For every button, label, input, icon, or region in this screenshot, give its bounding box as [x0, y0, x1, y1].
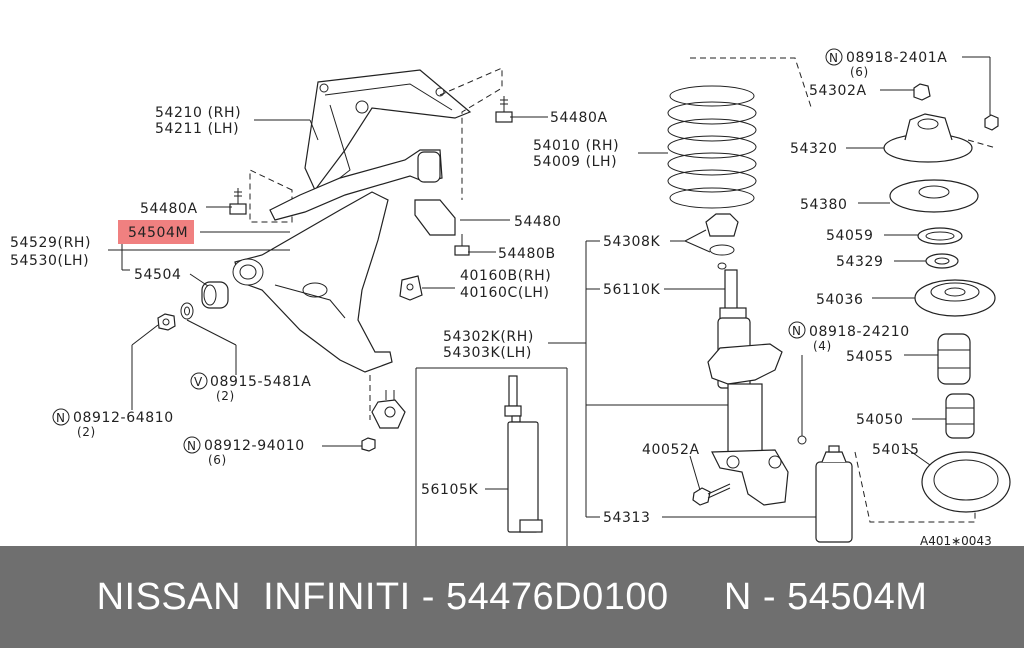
highlight-54504m [118, 220, 194, 244]
strut-assembly-drawing [707, 269, 807, 506]
dust-cover-54055-drawing [904, 333, 971, 385]
label-54050: 54050 [856, 412, 904, 428]
shock-cartridge-inset [415, 367, 568, 546]
label-40052a: 40052A [642, 442, 700, 458]
label-54055: 54055 [846, 349, 894, 365]
ball-joint-drawing [369, 375, 406, 429]
label-54210: 54210 (RH) [155, 105, 241, 121]
label-54329: 54329 [836, 254, 884, 270]
nut-54302a-drawing [880, 83, 931, 101]
v-symbol-circle [190, 372, 208, 390]
label-56105k: 56105K [421, 482, 479, 498]
bolt-54480a-top-drawing [495, 96, 513, 123]
diagram-ref-code: A401∗0043 [920, 534, 992, 546]
bracket-40160-drawing [399, 275, 423, 301]
label-54010: 54010 (RH) [533, 138, 619, 154]
middle-leader-lines [548, 152, 820, 518]
bearing-54059-drawing [884, 227, 963, 245]
n-symbol-3: N [829, 51, 839, 65]
front-suspension-exploded-diagram: 54210 (RH) 54211 (LH) 54480A 54480A 5450… [10, 48, 1011, 546]
label-54302a: 54302A [809, 83, 867, 99]
label-08912-94010: 08912-94010 [204, 438, 305, 454]
label-54530: 54530(LH) [10, 253, 89, 269]
label-56110k: 56110K [603, 282, 661, 298]
label-08912-94010-qty: (6) [208, 453, 227, 467]
n-symbol-circle-4 [788, 321, 806, 339]
n-symbol-2: N [187, 439, 197, 453]
n-symbol-circle-3 [825, 48, 843, 66]
label-08912-64810-qty: (2) [77, 425, 96, 439]
spring-seat-54380-drawing [858, 179, 979, 213]
part-number-text: NISSAN INFINITI - 54476D0100 N - 54504M [96, 575, 928, 618]
washer-54329-drawing [894, 253, 959, 269]
coil-spring-drawing [667, 57, 813, 209]
spring-seat-54036-drawing [872, 279, 996, 317]
label-54480: 54480 [514, 214, 562, 230]
bushing-54504-drawing [201, 281, 229, 309]
strut-mount-54320-drawing [846, 113, 973, 163]
insulator-54015-drawing [854, 447, 1011, 523]
label-08912-64810: 08912-64810 [73, 410, 174, 426]
part-number-banner: NISSAN INFINITI - 54476D0100 N - 54504M [0, 546, 1024, 648]
n-symbol-circle-2 [183, 436, 201, 454]
nut-08912-64810-drawing [157, 313, 176, 331]
label-54480a-top: 54480A [550, 110, 608, 126]
label-08918-24210-qty: (4) [813, 339, 832, 353]
label-08918-2401a-qty: (6) [850, 65, 869, 79]
stabilizer-bar-drawing [269, 149, 456, 236]
label-54529: 54529(RH) [10, 235, 91, 251]
label-54313: 54313 [603, 510, 651, 526]
label-54302k: 54302K(RH) [443, 329, 534, 345]
label-54480a-left: 54480A [140, 201, 198, 217]
label-08915-qty: (2) [216, 389, 235, 403]
label-54059: 54059 [826, 228, 874, 244]
bound-bumper-54050-drawing [912, 393, 975, 439]
label-54504: 54504 [134, 267, 182, 283]
label-54504m: 54504M [128, 225, 188, 241]
lower-control-arm-drawing [232, 191, 393, 373]
label-54009: 54009 (LH) [533, 154, 617, 170]
callout-labels: 54210 (RH) 54211 (LH) 54480A 54480A 5450… [10, 48, 992, 546]
label-54480b: 54480B [498, 246, 556, 262]
label-54036: 54036 [816, 292, 864, 308]
n-symbol-circle-1 [52, 408, 70, 426]
label-54308k: 54308K [603, 234, 661, 250]
label-54015: 54015 [872, 442, 920, 458]
label-08918-2401a: 08918-2401A [846, 50, 947, 66]
label-54380: 54380 [800, 197, 848, 213]
bolt-40052a-drawing [692, 483, 731, 506]
grease-tube-drawing [815, 445, 853, 543]
bolt-54480b-drawing [454, 234, 470, 256]
bolt-54480a-left-drawing [229, 188, 247, 215]
n-symbol-1: N [56, 411, 66, 425]
label-54303k: 54303K(LH) [443, 345, 532, 361]
label-08915: 08915-5481A [210, 374, 311, 390]
nut-08912-94010-drawing [361, 437, 376, 452]
label-54211: 54211 (LH) [155, 121, 239, 137]
left-leader-lines [108, 116, 548, 447]
washer-drawing [180, 302, 194, 320]
bump-stop-54308k-drawing [705, 213, 739, 270]
n-symbol-4: N [792, 324, 802, 338]
v-symbol: V [194, 375, 203, 389]
label-40160c: 40160C(LH) [460, 285, 550, 301]
label-40160b: 40160B(RH) [460, 268, 551, 284]
nut-08918-2401a-drawing [962, 56, 999, 149]
label-54320: 54320 [790, 141, 838, 157]
label-08918-24210: 08918-24210 [809, 324, 910, 340]
